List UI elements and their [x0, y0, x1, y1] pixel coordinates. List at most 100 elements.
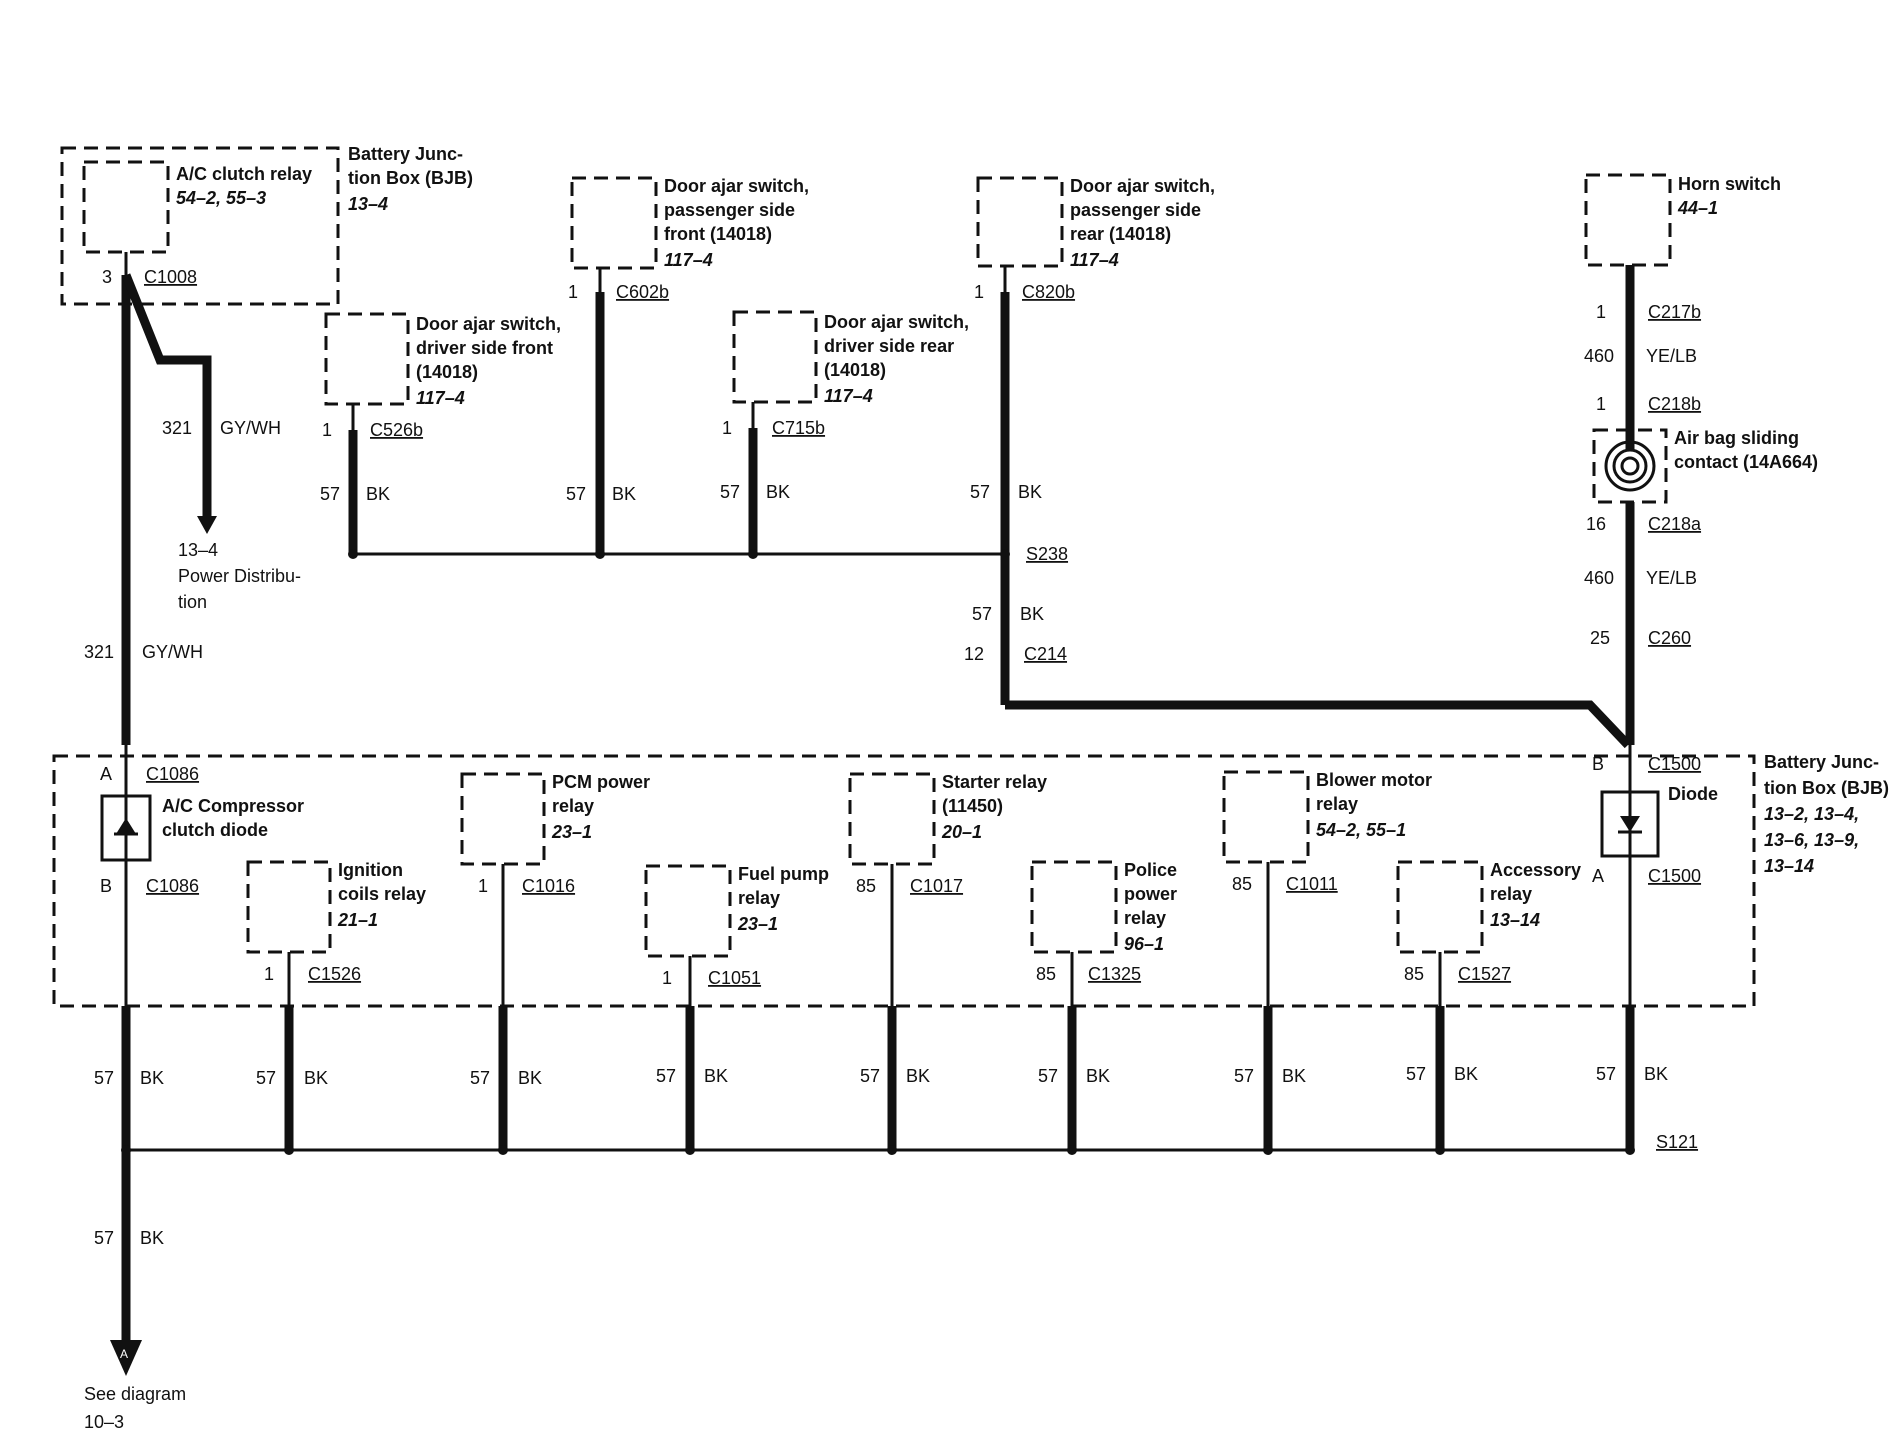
svg-text:BK: BK	[304, 1068, 328, 1088]
door-psr-name-2: passenger side	[1070, 200, 1201, 220]
ac-clutch-relay-ref: 54–2, 55–3	[176, 188, 266, 208]
svg-text:57: 57	[656, 1066, 676, 1086]
door-psr-name-3: rear (14018)	[1070, 224, 1171, 244]
starter-relay-ref: 20–1	[941, 822, 982, 842]
door-psf-name-2: passenger side	[664, 200, 795, 220]
c218b-connector: C218b	[1648, 394, 1701, 414]
bjb-top-box	[60, 146, 340, 306]
police-relay-name-3: relay	[1124, 908, 1166, 928]
ignition-relay-pin: 1	[264, 964, 274, 984]
svg-text:BK: BK	[518, 1068, 542, 1088]
pcm-relay-pin: 1	[478, 876, 488, 896]
bjb-main-ref-3: 13–14	[1764, 856, 1814, 876]
police-relay-box	[1030, 860, 1118, 954]
splice-s238: S238	[1026, 544, 1068, 564]
police-relay-connector: C1325	[1088, 964, 1141, 984]
bjb-top-ref: 13–4	[348, 194, 388, 214]
horn-diode-label: Diode	[1668, 784, 1718, 804]
police-relay-pin: 85	[1036, 964, 1056, 984]
see-diagram-2: 10–3	[84, 1412, 124, 1432]
accessory-relay-name-2: relay	[1490, 884, 1532, 904]
splice-s121: S121	[1656, 1132, 1698, 1152]
see-diagram-1: See diagram	[84, 1384, 186, 1404]
fuel-relay-name-2: relay	[738, 888, 780, 908]
door-dsf-name-1: Door ajar switch,	[416, 314, 561, 334]
arrow-label: A	[120, 1347, 128, 1361]
pcm-relay-connector: C1016	[522, 876, 575, 896]
ground-arrow-icon	[110, 1340, 142, 1376]
door-psf-wire-num: 57	[566, 484, 586, 504]
c1086-a-connector: C1086	[146, 764, 199, 784]
c1500-a-pin: A	[1592, 866, 1604, 886]
fuel-relay-ref: 23–1	[737, 914, 778, 934]
door-dsf-connector: C526b	[370, 420, 423, 440]
ignition-relay-name-1: Ignition	[338, 860, 403, 880]
pcm-relay-box	[460, 772, 546, 866]
fuel-relay-box	[644, 864, 732, 958]
c1086-b-pin: B	[100, 876, 112, 896]
accessory-relay-name-1: Accessory	[1490, 860, 1581, 880]
ignition-relay-connector: C1526	[308, 964, 361, 984]
door-psf-connector: C602b	[616, 282, 669, 302]
c217b-connector: C217b	[1648, 302, 1701, 322]
bjb-main-ref-2: 13–6, 13–9,	[1764, 830, 1859, 850]
accessory-relay-box	[1396, 860, 1484, 954]
c1500-b-pin: B	[1592, 754, 1604, 774]
horn-wire2-num: 460	[1584, 568, 1614, 588]
ground-drop-wires	[121, 1006, 1635, 1150]
starter-relay-name-1: Starter relay	[942, 772, 1047, 792]
ignition-relay-box	[246, 860, 332, 954]
door-dsf-ref: 117–4	[416, 388, 465, 408]
door-psf-name-3: front (14018)	[664, 224, 772, 244]
pcm-relay-name-2: relay	[552, 796, 594, 816]
power-dist-text-1: Power Distribu-	[178, 566, 301, 586]
door-psf-box	[570, 176, 658, 270]
door-psr-wire-num: 57	[970, 482, 990, 502]
door-dsr-pin: 1	[722, 418, 732, 438]
bjb-main-ref-1: 13–2, 13–4,	[1764, 804, 1859, 824]
door-psr-name-1: Door ajar switch,	[1070, 176, 1215, 196]
main-wire-color: GY/WH	[142, 642, 203, 662]
door-dsf-name-2: driver side front	[416, 338, 553, 358]
door-dsr-connector: C715b	[772, 418, 825, 438]
door-dsr-name-3: (14018)	[824, 360, 886, 380]
accessory-relay-connector: C1527	[1458, 964, 1511, 984]
svg-text:BK: BK	[704, 1066, 728, 1086]
ground-wire-labels: 57 BK 57 BK 57 BK 57 BK 57 BK 57 BK 57 B…	[94, 1064, 1668, 1088]
police-relay-ref: 96–1	[1124, 934, 1164, 954]
pcm-relay-name-1: PCM power	[552, 772, 650, 792]
starter-relay-name-2: (11450)	[942, 796, 1003, 816]
svg-text:BK: BK	[1086, 1066, 1110, 1086]
c1500-a-connector: C1500	[1648, 866, 1701, 886]
horn-switch-box	[1584, 173, 1672, 267]
c218b-pin: 1	[1596, 394, 1606, 414]
c217b-pin: 1	[1596, 302, 1606, 322]
pcm-relay-ref: 23–1	[551, 822, 592, 842]
airbag-name-2: contact (14A664)	[1674, 452, 1818, 472]
ac-clutch-relay-label: A/C clutch relay	[176, 164, 312, 184]
door-dsf-box	[324, 312, 410, 406]
c1086-a-pin: A	[100, 764, 112, 784]
c214-to-c1500-wire	[1005, 700, 1632, 749]
door-dsr-box	[732, 310, 818, 404]
door-dsr-wire-num: 57	[720, 482, 740, 502]
ac-diode-name-2: clutch diode	[162, 820, 268, 840]
c214-pin: 12	[964, 644, 984, 664]
horn-switch-ref: 44–1	[1677, 198, 1718, 218]
c214-wire-color: BK	[1020, 604, 1044, 624]
c260-pin: 25	[1590, 628, 1610, 648]
horn-switch-label: Horn switch	[1678, 174, 1781, 194]
c1008-connector: C1008	[144, 267, 197, 287]
c218a-pin: 16	[1586, 514, 1606, 534]
starter-relay-box	[848, 772, 936, 866]
bjb-main-name-1: Battery Junc-	[1764, 752, 1879, 772]
wire-321-branch	[121, 273, 212, 520]
bjb-top-name-1: Battery Junc-	[348, 144, 463, 164]
door-dsr-name-2: driver side rear	[824, 336, 954, 356]
door-dsf-pin: 1	[322, 420, 332, 440]
accessory-relay-pin: 85	[1404, 964, 1424, 984]
starter-relay-connector: C1017	[910, 876, 963, 896]
door-dsr-ref: 117–4	[824, 386, 873, 406]
fuel-relay-name-1: Fuel pump	[738, 864, 829, 884]
